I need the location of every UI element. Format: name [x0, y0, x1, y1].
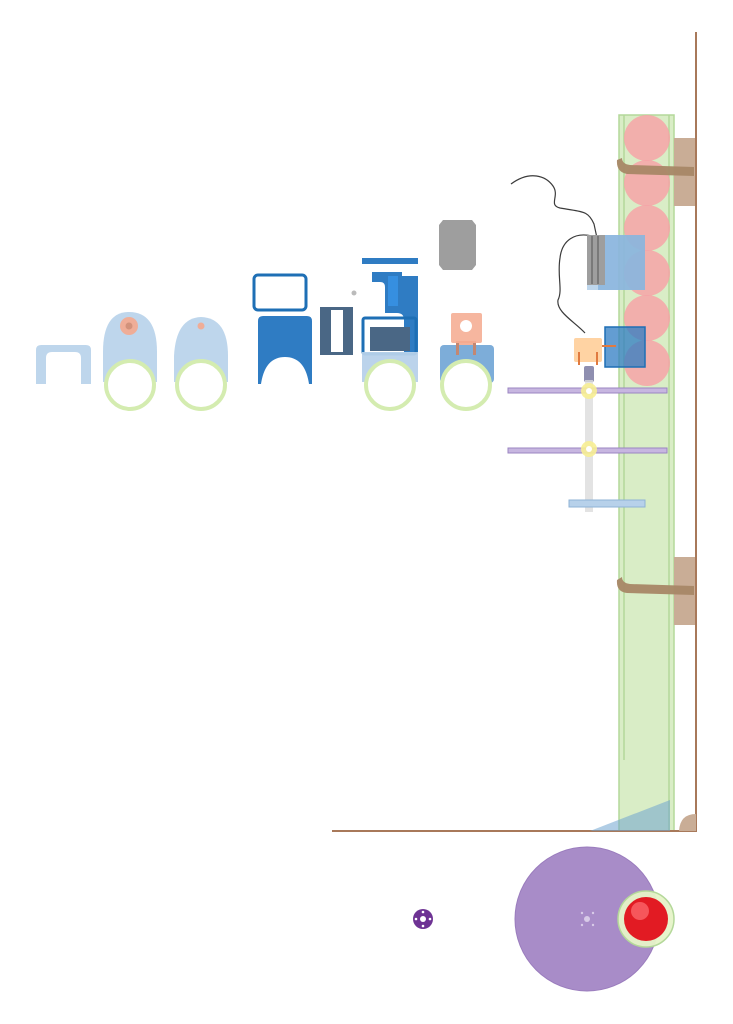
wire-2	[557, 234, 593, 334]
part-blue-arch-block	[258, 316, 312, 384]
large-purple-disc-icon	[514, 846, 660, 992]
small-gray-dot	[351, 290, 357, 296]
strap-bottom	[616, 577, 694, 595]
part-bracket-u	[36, 345, 91, 384]
part-lobe-with-hole	[103, 312, 157, 411]
sensor-block	[587, 235, 645, 290]
wire-1	[510, 175, 598, 239]
shelf-lower	[507, 441, 668, 457]
red-button-icon	[617, 890, 675, 948]
blue-bar	[568, 499, 646, 508]
part-mount-with-plate	[440, 313, 494, 411]
part-gray-octagon	[439, 220, 476, 270]
part-slate-slot	[320, 307, 353, 355]
part-blue-assembly	[361, 258, 418, 411]
part-blue-frame-top	[252, 273, 308, 312]
connector-peach	[574, 338, 616, 365]
strap-top	[616, 158, 694, 176]
frame-lines	[332, 32, 697, 832]
small-purple-flower-icon	[413, 909, 433, 929]
shelf-upper	[507, 383, 668, 399]
part-lobe-small-hole	[174, 317, 228, 411]
